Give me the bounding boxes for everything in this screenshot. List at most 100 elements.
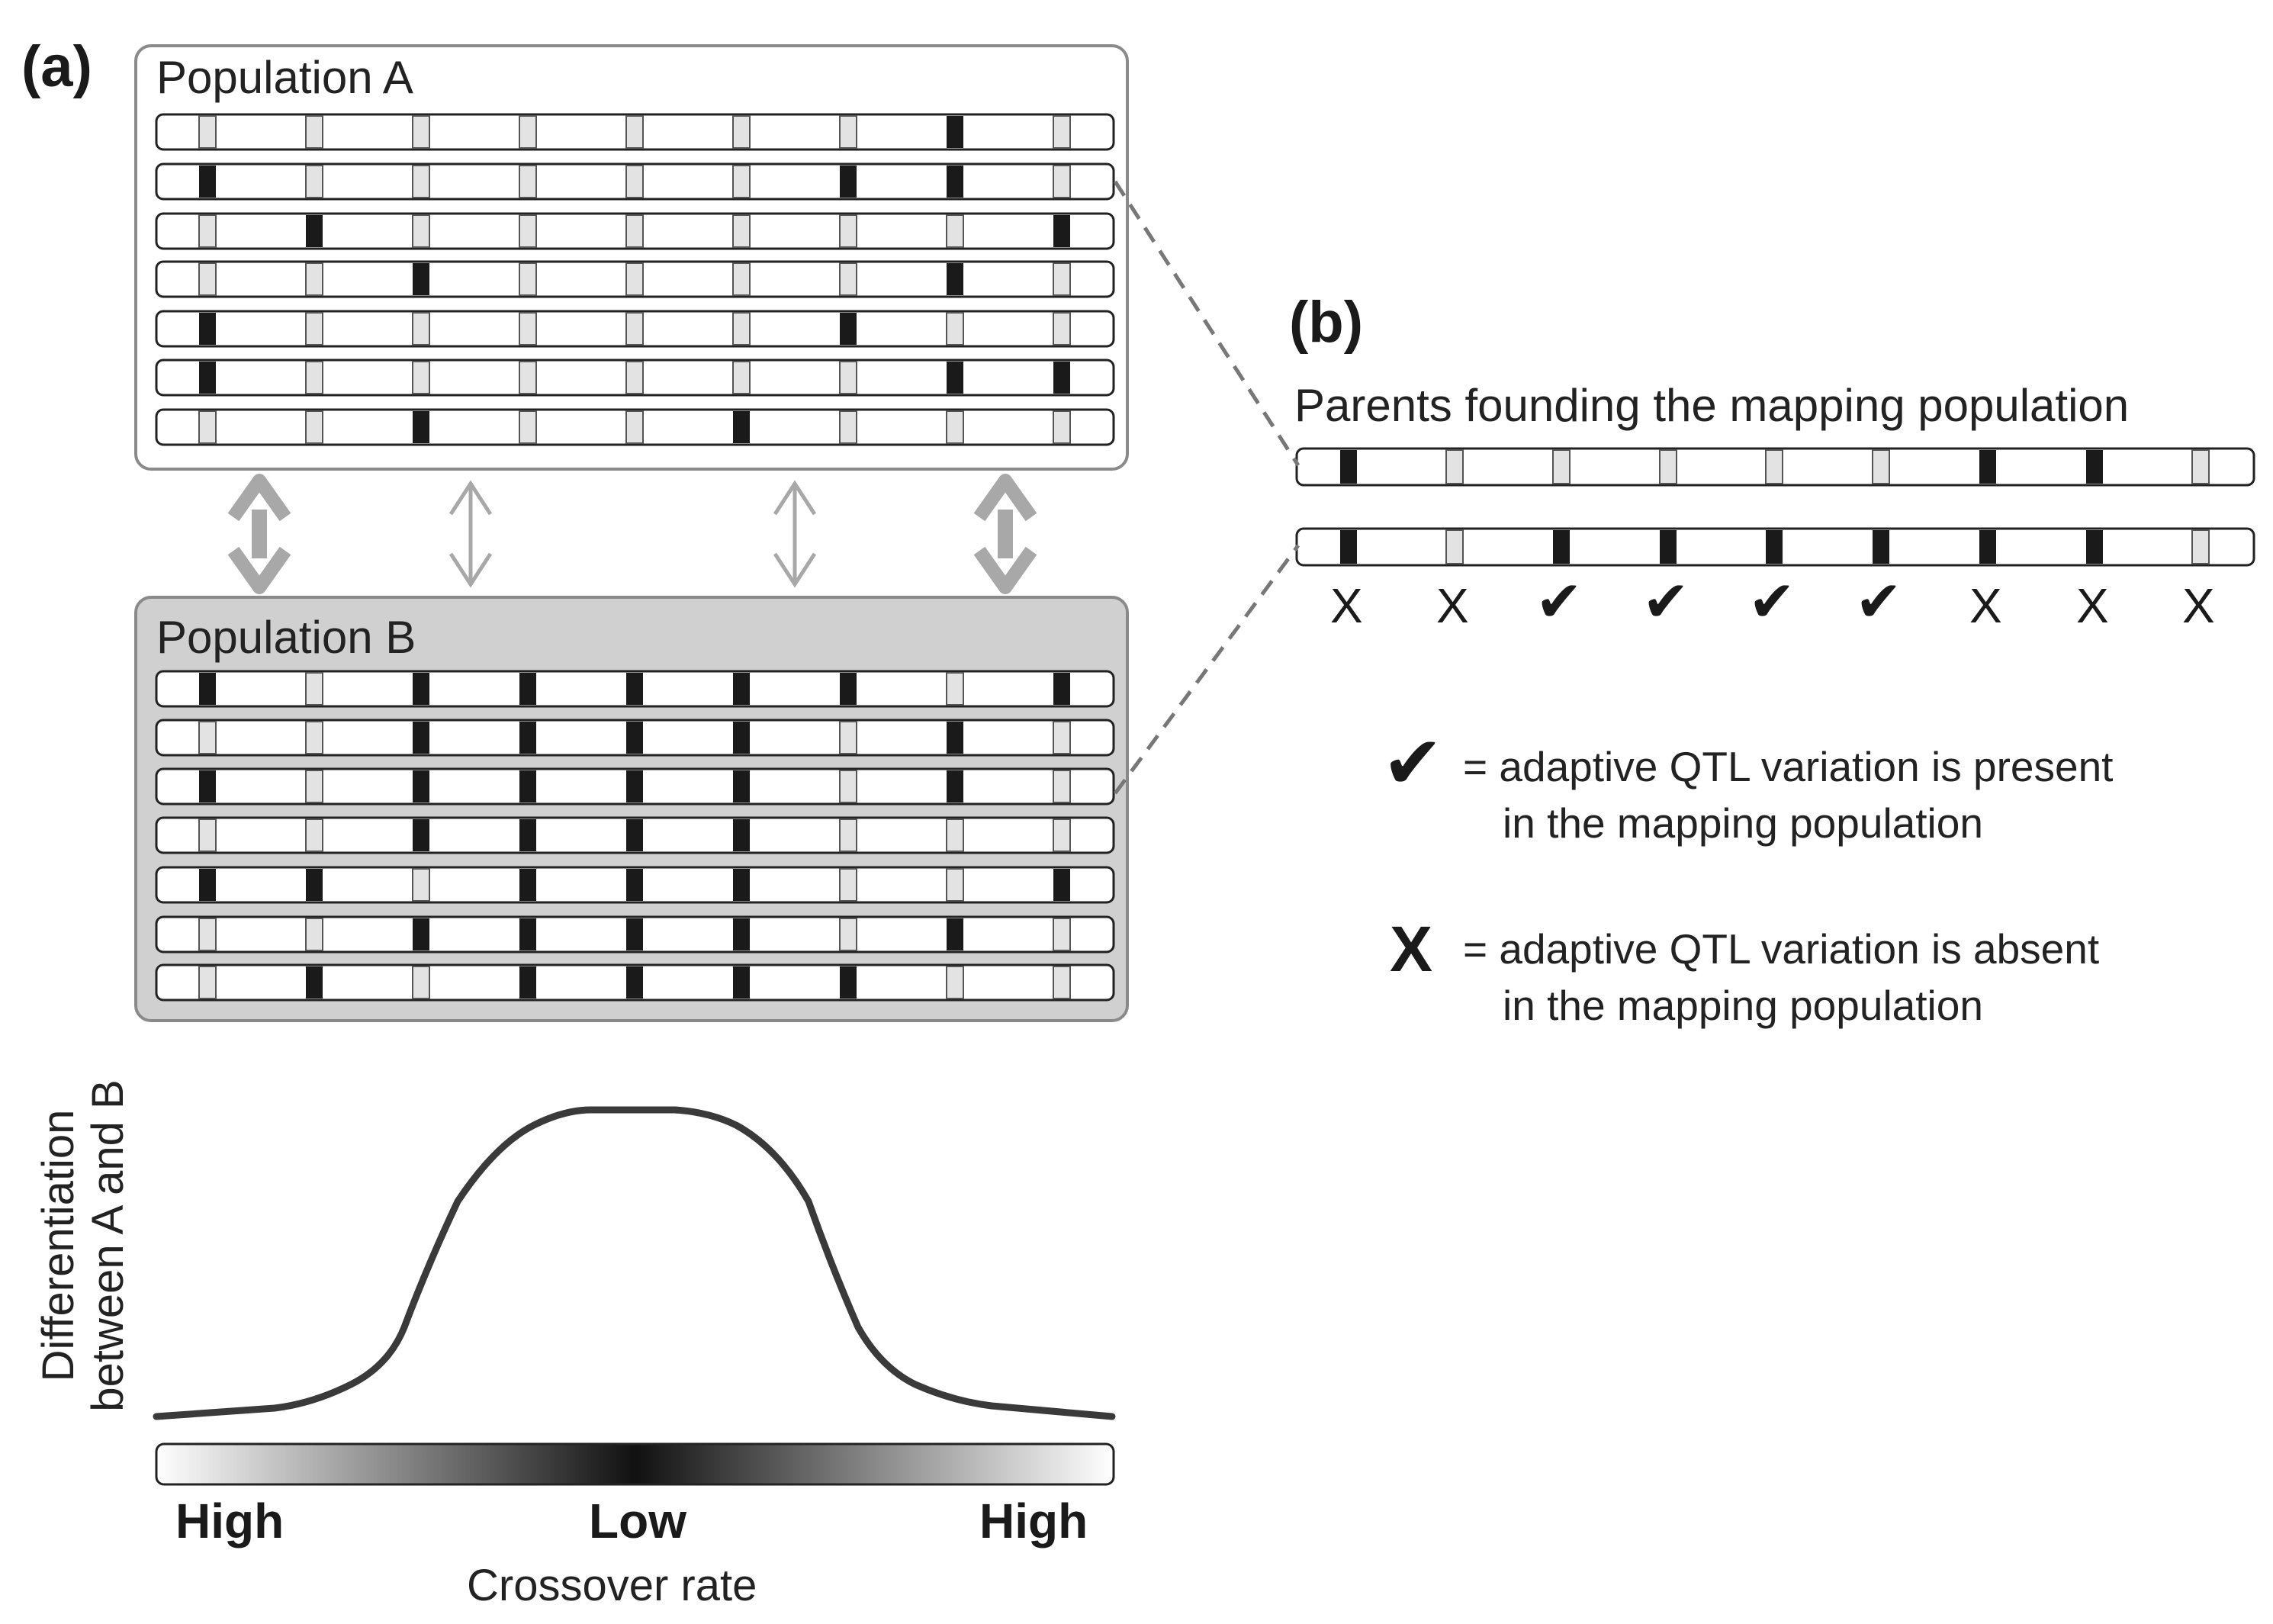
marker-derived	[626, 966, 643, 999]
marker-derived	[626, 819, 643, 851]
legend-absent-line2: in the mapping population	[1503, 982, 1983, 1030]
marker-derived	[413, 819, 429, 851]
marker-ancestral	[305, 262, 323, 296]
population-a-box	[134, 44, 1129, 471]
marker-ancestral	[1765, 449, 1783, 484]
marker-ancestral	[198, 214, 217, 248]
arrow-head-up	[448, 480, 493, 516]
marker-ancestral	[305, 410, 323, 444]
marker-ancestral	[625, 214, 644, 248]
marker-ancestral	[946, 966, 964, 999]
marker-ancestral	[1053, 115, 1071, 149]
legend-absent-text: = adaptive QTL variation is absent in th…	[1463, 921, 2099, 1034]
marker-ancestral	[1053, 262, 1071, 296]
marker-ancestral	[732, 165, 751, 198]
arrow-head-down	[973, 546, 1037, 594]
tick-label-high-left: High	[175, 1494, 285, 1548]
gene-flow-arrow-thin	[448, 480, 493, 588]
marker-ancestral	[519, 410, 537, 444]
marker-derived	[947, 722, 963, 754]
population-a-chromosome	[155, 113, 1115, 151]
x-mark-icon: X	[1969, 578, 2002, 633]
marker-ancestral	[1053, 721, 1071, 754]
marker-ancestral	[305, 918, 323, 951]
marker-ancestral	[198, 966, 217, 999]
arrow-head-down	[448, 552, 493, 588]
marker-ancestral	[519, 312, 537, 346]
marker-ancestral	[412, 361, 430, 394]
marker-ancestral	[1053, 918, 1071, 951]
panel-label-b: (b)	[1289, 290, 1364, 355]
population-b-chromosome	[155, 670, 1115, 708]
marker-derived	[413, 673, 429, 705]
marker-ancestral	[839, 214, 857, 248]
marker-ancestral	[839, 770, 857, 803]
parent-1-chromosome	[1295, 447, 2255, 487]
marker-ancestral	[198, 410, 217, 444]
arrow-head-up	[973, 474, 1037, 522]
marker-ancestral	[519, 214, 537, 248]
marker-derived	[1979, 450, 1996, 484]
check-mark-icon: ✔	[1748, 569, 1796, 635]
marker-ancestral	[519, 262, 537, 296]
marker-derived	[519, 673, 536, 705]
marker-derived	[947, 770, 963, 802]
x-mark-icon: X	[1330, 578, 1363, 633]
marker-ancestral	[732, 115, 751, 149]
marker-ancestral	[305, 672, 323, 706]
marker-derived	[199, 313, 216, 345]
marker-ancestral	[625, 115, 644, 149]
marker-ancestral	[625, 262, 644, 296]
marker-derived	[733, 673, 750, 705]
marker-ancestral	[412, 165, 430, 198]
marker-ancestral	[412, 214, 430, 248]
parents-title: Parents founding the mapping population	[1294, 380, 2130, 431]
marker-derived	[733, 411, 750, 443]
marker-ancestral	[732, 361, 751, 394]
legend-check-icon: ✔	[1382, 720, 1444, 806]
marker-ancestral	[625, 165, 644, 198]
connector-population-a	[1113, 180, 1300, 467]
marker-derived	[626, 673, 643, 705]
marker-ancestral	[1053, 312, 1071, 346]
legend-present-line1: = adaptive QTL variation is present	[1463, 743, 2114, 790]
marker-derived	[1660, 530, 1677, 564]
marker-derived	[1053, 869, 1070, 901]
panel-label-a: (a)	[21, 34, 92, 99]
marker-ancestral	[1053, 818, 1071, 852]
population-b-chromosome	[155, 719, 1115, 757]
gene-flow-arrow-thick	[227, 474, 291, 594]
y-axis-label-line1: Differentiation	[34, 1109, 84, 1382]
marker-derived	[519, 869, 536, 901]
marker-ancestral	[625, 410, 644, 444]
marker-derived	[733, 869, 750, 901]
population-a-chromosome	[155, 260, 1115, 298]
marker-derived	[626, 722, 643, 754]
differentiation-curve	[153, 1106, 1116, 1420]
marker-derived	[840, 166, 857, 198]
tick-label-low: Low	[589, 1494, 686, 1548]
marker-derived	[519, 770, 536, 802]
check-mark-icon: ✔	[1535, 569, 1583, 635]
gene-flow-arrow-thick	[973, 474, 1037, 594]
marker-ancestral	[946, 214, 964, 248]
marker-ancestral	[412, 966, 430, 999]
check-mark-icon: ✔	[1642, 569, 1690, 635]
population-a-chromosome	[155, 359, 1115, 397]
x-axis-label: Crossover rate	[467, 1561, 757, 1610]
marker-derived	[199, 770, 216, 802]
marker-ancestral	[839, 918, 857, 951]
marker-ancestral	[305, 312, 323, 346]
marker-derived	[199, 362, 216, 394]
crossover-rate-gradient-bar	[155, 1442, 1115, 1486]
x-mark-icon: X	[1436, 578, 1469, 633]
marker-derived	[2086, 530, 2103, 564]
marker-ancestral	[625, 312, 644, 346]
x-mark-icon: X	[2076, 578, 2109, 633]
marker-ancestral	[412, 312, 430, 346]
marker-ancestral	[198, 721, 217, 754]
marker-derived	[947, 918, 963, 950]
check-mark-icon: ✔	[1855, 569, 1903, 635]
marker-derived	[840, 966, 857, 999]
marker-ancestral	[946, 672, 964, 706]
